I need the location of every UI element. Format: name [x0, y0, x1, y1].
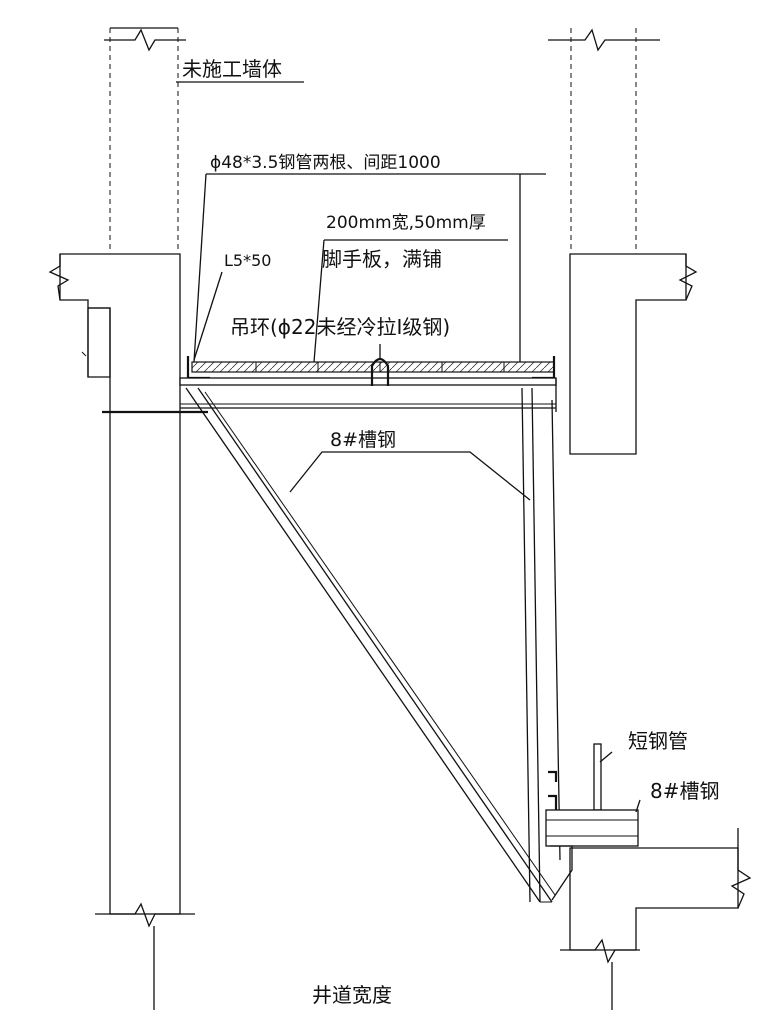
wall-label: 未施工墙体: [182, 57, 282, 81]
channel-bottom-label: 8#槽钢: [650, 779, 719, 803]
left-wall: [48, 27, 208, 1010]
bottom-support: [545, 743, 639, 901]
leader-lines: [176, 81, 641, 813]
board-note-label: 脚手板，满铺: [322, 247, 442, 271]
platform: [179, 356, 557, 412]
channel-main-label: 8#槽钢: [330, 429, 396, 451]
bracing: [185, 387, 561, 903]
board-size-label: 200mm宽,50mm厚: [326, 213, 486, 233]
steel-pipe-label: ϕ48*3.5钢管两根、间距1000: [210, 153, 441, 173]
lifting-ring-label: 吊环(ϕ22未经冷拉Ⅰ级钢): [230, 315, 450, 339]
short-pipe-label: 短钢管: [628, 729, 688, 753]
shaft-width-label: 井道宽度: [312, 983, 392, 1007]
angle-steel-label: L5*50: [224, 251, 271, 270]
right-wall: [548, 28, 752, 1010]
